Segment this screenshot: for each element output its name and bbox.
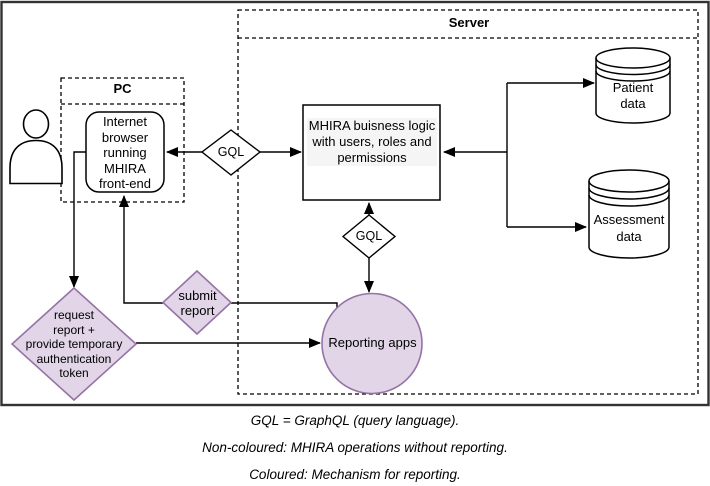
gql-bottom-diamond [341,214,397,259]
arrow-submit-report-to-frontend [119,195,163,304]
assessment-db-cylinder [588,169,670,259]
request-report-diamond [10,286,138,402]
diagram-frame [0,0,710,407]
user-person-icon [9,109,63,185]
patient-db-label: Patient data [612,80,654,111]
gql-left-label: GQL [217,144,245,159]
business-logic-label-text: MHIRA buisness logic with users, roles a… [306,118,438,166]
submit-report-diamond [161,269,233,336]
pc-group-title: PC [113,81,132,97]
patient-db-cylinder [595,47,671,124]
legend-line-noncoloured: Non-coloured: MHIRA operations without r… [202,440,508,455]
legend-line-coloured: Coloured: Mechanism for reporting. [249,467,461,482]
connector-reporting-apps-to-submit-report [231,302,338,315]
arrow-frontend-to-request-report [69,151,86,288]
server-group-title: Server [448,15,490,31]
reporting-apps-label: Reporting apps [328,335,417,351]
legend-line-gql: GQL = GraphQL (query language). [250,413,460,428]
gql-bottom-label: GQL [355,228,383,243]
gql-left-diamond [200,129,262,176]
business-logic-label: MHIRA buisness logic with users, roles a… [304,117,440,167]
request-report-label: request report + provide temporary authe… [25,308,123,381]
frontend-box [85,111,165,193]
reporting-apps-circle [321,292,423,395]
frontend-label: Internet browser running MHIRA front-end [98,114,152,192]
submit-report-label: submit report [178,288,217,318]
server-group-box [237,9,699,395]
assessment-db-label: Assessment data [593,212,665,244]
